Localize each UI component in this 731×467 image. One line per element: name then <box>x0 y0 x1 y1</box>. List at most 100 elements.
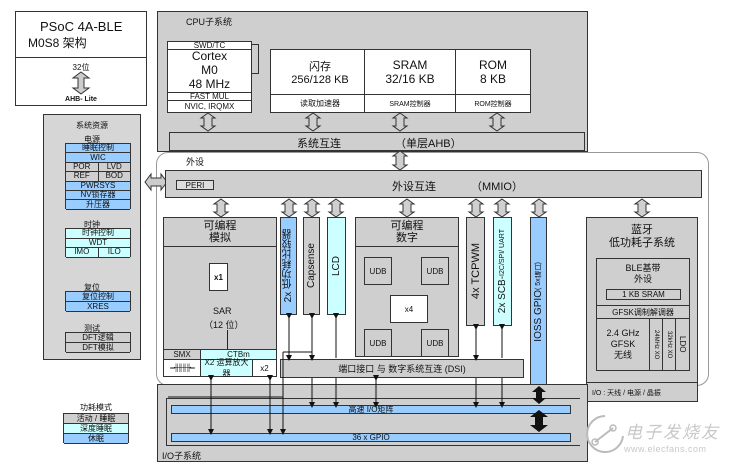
resource-row: WIC <box>66 152 130 163</box>
chip-title: PSoC 4A-BLE <box>40 18 123 34</box>
flash-name: 闪存 <box>309 61 331 73</box>
test-group-title: 测试 <box>84 324 100 333</box>
ble-bus-arrow-icon <box>633 198 651 218</box>
ldo-label: LDO <box>678 336 687 353</box>
fast-mul-row: FAST MUL <box>168 92 251 101</box>
ldo-block: LDO <box>676 319 689 370</box>
resource-row: 时钟控制 <box>66 229 130 239</box>
system-interconnect-label: 系统互连 <box>297 138 341 150</box>
ble-baseband-1: BLE基带 <box>625 263 661 273</box>
resource-cell: 睡眠控制 <box>82 143 114 153</box>
resource-cell: LVD <box>97 162 131 172</box>
opamp-label: X2 运算放大器 <box>200 358 253 378</box>
watermark-url: www.elecfans.com <box>624 444 707 454</box>
ahb-label: （单层AHB） <box>395 138 462 150</box>
sar-bits-label: （12 位） <box>204 320 244 330</box>
swd-bracket <box>251 44 259 74</box>
flash-bus-arrow-icon <box>304 112 322 132</box>
lcd-bus-arrow-icon <box>327 198 345 218</box>
resource-cell: WIC <box>90 152 106 162</box>
resource-row: PWRSYS <box>66 181 130 191</box>
dsi-bar: 端口接口 与 数字系统互连 (DSI) <box>280 359 524 378</box>
resource-cell: POR <box>73 161 91 171</box>
udb-block: UDB <box>364 329 392 357</box>
bus-width-label: 32位 <box>72 63 90 72</box>
capsense-bus-arrow-icon <box>303 198 321 218</box>
ahb-lite-arrow-icon <box>71 71 91 95</box>
ble-core: BLE基带 外设 1 KB SRAM GFSK调制解调器 2.4 GHz GFS… <box>596 258 690 371</box>
chip-architecture: M0S8 架构 <box>28 35 87 50</box>
chip-title-block: PSoC 4A-BLE M0S8 架构 32位 AHB- Lite <box>15 11 147 106</box>
smx-switch-icon: ═╫╫╫╫═ <box>163 359 201 377</box>
programmable-analog-block: 可编程 模拟 x1 SAR （12 位） SMX CTBm ═╫╫╫╫═ X2 … <box>163 217 277 378</box>
peripherals-title: 外设 <box>186 157 205 167</box>
flash-size: 256/128 KB <box>291 74 349 86</box>
ble-title-1: 蓝牙 <box>631 223 653 236</box>
resource-cell: 复位控制 <box>82 291 114 301</box>
gfsk-modem: GFSK调制解调器 <box>596 305 690 319</box>
comparator-bus-arrow-icon <box>280 198 298 218</box>
udb-block: UDB <box>421 329 449 357</box>
ble-subsystem: 蓝牙 低功耗子系统 BLE基带 外设 1 KB SRAM GFSK调制解调器 2… <box>586 217 698 402</box>
power-group-title: 电源 <box>84 135 100 144</box>
system-interconnect-bar: 系统互连 （单层AHB） <box>169 132 585 151</box>
resource-cell: 时钟控制 <box>82 228 114 238</box>
sram-name: SRAM <box>392 58 428 72</box>
resource-cell: WDT <box>88 237 108 247</box>
sram-size: 32/16 KB <box>385 72 435 86</box>
nvic-irqmx-row: NVIC, IRQMX <box>184 101 235 111</box>
prog-digital-title-2: 数字 <box>396 232 418 244</box>
cortex-m0-block: SWD/TC Cortex M0 48 MHz FAST MUL NVIC, I… <box>167 41 252 113</box>
peri-block: PERI <box>176 180 214 190</box>
resource-cell: ILO <box>97 248 131 257</box>
sram-bus-arrow-icon <box>391 112 409 132</box>
resource-cell: DFT模拟 <box>82 342 114 352</box>
peripheral-interconnect-bar: PERI 外设互连 （MMIO） <box>165 170 702 198</box>
prog-analog-title-1: 可编程 <box>203 219 237 232</box>
power-modes-title: 功耗模式 <box>80 403 112 412</box>
bus-name-label: AHB- Lite <box>65 96 97 103</box>
resource-cell: 休眠 <box>88 433 104 443</box>
sram-controller: SRAM控制器 <box>389 100 431 108</box>
udb-block: UDB <box>421 257 449 285</box>
radio-modulation: GFSK <box>610 339 636 350</box>
radio-label: 无线 <box>613 349 632 360</box>
cortex-label: Cortex <box>191 49 228 64</box>
resource-row: POR LVD <box>66 161 131 173</box>
tcpwm-bus-arrow-icon <box>467 198 485 218</box>
resource-cell: 活动 / 睡眠 <box>76 413 116 423</box>
flash-controller: 读取加速器 <box>300 99 340 108</box>
sar-label: SAR <box>213 306 232 316</box>
watermark-name: 电子发烧友 <box>625 423 720 442</box>
rom-name: ROM <box>479 58 507 72</box>
rom-block: ROM 8 KB ROM控制器 <box>455 49 531 113</box>
resource-cell: DFT逻辑 <box>82 332 114 342</box>
udb-block: UDB <box>364 257 392 285</box>
sar-ctbm-link <box>227 330 228 350</box>
cpu-subsystem: CPU子系统 SWD/TC Cortex M0 48 MHz FAST MUL … <box>157 11 588 152</box>
resource-row: 休眠 <box>64 434 128 444</box>
resource-row: 升压器 <box>66 199 130 210</box>
prog-digital-title-1: 可编程 <box>390 219 424 232</box>
gpio-bar: 36 x GPIO <box>171 433 571 442</box>
flash-block: 闪存 256/128 KB 读取加速器 <box>270 49 370 113</box>
resource-row: 睡眠控制 <box>66 143 130 154</box>
watermark-logo-icon <box>586 415 624 453</box>
cortex-frequency: 48 MHz <box>188 76 231 91</box>
reset-group-title: 复位 <box>84 283 100 292</box>
xo-32khz: 32kHz XO <box>663 319 676 370</box>
mmio-label: （MMIO） <box>471 181 523 193</box>
xo-24mhz: 24MHz XO <box>650 319 663 370</box>
resource-row: 活动 / 睡眠 <box>64 414 128 424</box>
power-modes-table: 活动 / 睡眠深度睡眠休眠 <box>63 413 129 444</box>
ioss-bus-arrow-icon <box>530 198 548 218</box>
cortex-bus-arrow-icon <box>199 112 217 132</box>
xo-24mhz-label: 24MHz XO <box>653 329 659 360</box>
resource-cell: 升压器 <box>86 199 110 209</box>
matrix-gpio-arrow-icon <box>530 410 548 432</box>
xo-32khz-label: 32kHz XO <box>666 330 672 359</box>
radio-freq: 2.4 GHz <box>606 328 640 339</box>
